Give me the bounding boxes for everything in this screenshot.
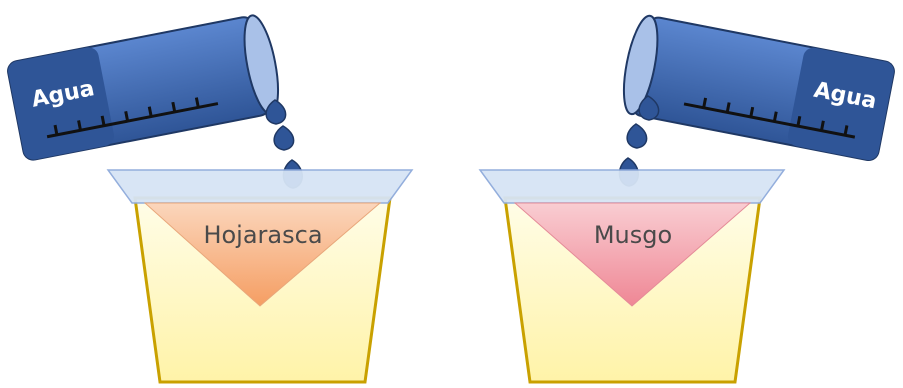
water-drop — [273, 125, 295, 151]
right-cylinder-dark-band — [787, 47, 894, 161]
right-graduated-cylinder: Agua — [622, 14, 895, 162]
left-funnel-label: Hojarasca — [203, 221, 322, 249]
left-graduated-cylinder: Agua — [7, 14, 280, 161]
left-filter-cone — [143, 202, 382, 307]
right-filter-cone — [513, 202, 752, 307]
right-funnel-label: Musgo — [594, 221, 672, 249]
left-cylinder-dark-band — [8, 47, 115, 160]
water-drop — [626, 123, 648, 149]
left-funnel-rim — [106, 169, 414, 204]
left-cylinder-scale — [46, 97, 219, 139]
right-setup: Agua Musgo — [478, 14, 895, 384]
left-setup: Agua Hojarasca — [7, 14, 414, 384]
water-drop — [265, 99, 287, 125]
water-drop — [638, 95, 660, 121]
right-cylinder-mouth — [622, 14, 659, 116]
right-cylinder-scale — [683, 97, 856, 139]
right-funnel-rim — [478, 169, 786, 204]
